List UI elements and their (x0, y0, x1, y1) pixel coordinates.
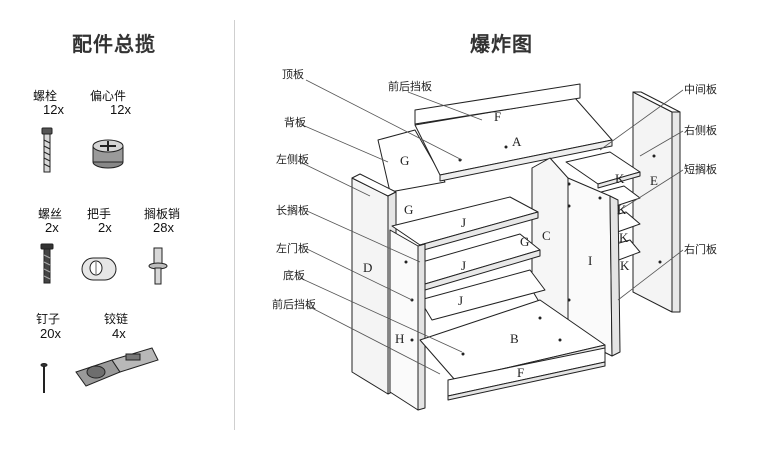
callout-long-shelf: 长搁板 (276, 203, 309, 217)
left-door-panel (389, 229, 426, 411)
exploded-view-title: 爆炸图 (470, 32, 533, 56)
callout-back-panel: 背板 (284, 115, 306, 129)
long-shelves (391, 196, 546, 321)
nail-icon (40, 363, 48, 393)
hardware-hinge-qty: 4x (112, 326, 126, 341)
callout-middle-panel: 中间板 (684, 82, 717, 96)
handle-icon (81, 257, 117, 281)
right-side-panel (632, 91, 681, 313)
callout-front-back-lower: 前后挡板 (272, 297, 316, 311)
letter-b: B (510, 331, 519, 346)
hardware-cam-lock-name: 偏心件 (90, 89, 127, 103)
bolt-icon (41, 127, 53, 173)
hardware-nail-qty: 20x (40, 326, 61, 341)
letter-k-1: K (615, 171, 625, 186)
hinge-icon (75, 347, 159, 387)
letter-c: C (542, 228, 551, 243)
hardware-cam-lock-qty: 12x (110, 102, 131, 117)
hardware-shelf-pin-name: 搁板销 (144, 207, 181, 221)
screw-icon (40, 243, 54, 284)
letter-k-3: K (619, 230, 629, 245)
letter-i: I (588, 253, 592, 268)
hardware-bolt-name: 螺栓 (33, 89, 58, 103)
letter-j-1: J (461, 215, 466, 230)
front-back-strip-upper (414, 83, 581, 125)
letter-g-left: G (404, 202, 413, 217)
parts-overview-title: 配件总揽 (72, 32, 156, 56)
letter-g-mid: G (520, 234, 529, 249)
letter-k-2: K (617, 202, 627, 217)
letter-a: A (512, 134, 522, 149)
callout-right-door: 右门板 (684, 242, 717, 256)
callout-top-panel: 顶板 (282, 67, 304, 81)
letter-g-back: G (400, 153, 409, 168)
callout-left-door: 左门板 (276, 241, 309, 255)
callout-leaders (297, 79, 684, 375)
letter-k-4: K (620, 258, 630, 273)
hardware-handle-name: 把手 (87, 207, 112, 221)
letter-h: H (395, 331, 404, 346)
left-side-panel (351, 173, 397, 395)
letter-j-3: J (458, 293, 463, 308)
callout-right-side: 右侧板 (684, 123, 717, 137)
letter-f-upper: F (494, 109, 501, 124)
cam-lock-icon (92, 139, 124, 169)
section-divider (234, 20, 235, 430)
hardware-hinge-name: 铰链 (104, 312, 129, 326)
callout-front-back-upper: 前后挡板 (388, 79, 432, 93)
hardware-bolt-qty: 12x (43, 102, 64, 117)
shelf-pin-icon (148, 247, 168, 285)
callout-left-side: 左侧板 (276, 152, 309, 166)
hole-markers (404, 145, 662, 356)
front-back-strip-lower (447, 347, 606, 401)
hardware-screw-name: 螺丝 (38, 207, 63, 221)
hardware-screw-qty: 2x (45, 220, 59, 235)
hardware-handle-qty: 2x (98, 220, 112, 235)
callout-bottom-panel: 底板 (283, 268, 305, 282)
hardware-shelf-pin-qty: 28x (153, 220, 174, 235)
callout-short-shelf: 短搁板 (684, 162, 717, 176)
letter-f-lower: F (517, 365, 524, 380)
letter-j-2: J (461, 258, 466, 273)
back-panel (377, 129, 446, 193)
right-door-panel (567, 177, 621, 357)
hardware-nail-name: 钉子 (36, 312, 61, 326)
letter-e: E (650, 173, 658, 188)
letter-d: D (363, 260, 372, 275)
